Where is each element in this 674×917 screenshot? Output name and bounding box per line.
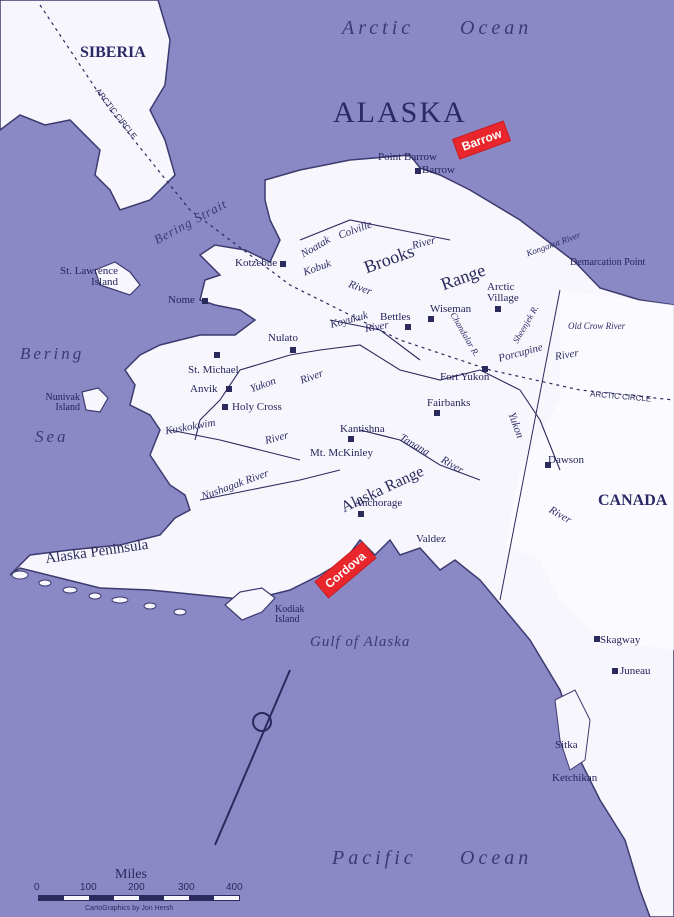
place-demarcation-point: Demarcation Point: [570, 257, 646, 268]
place-kodiak: Kodiak Island: [275, 604, 305, 625]
place-marker: [434, 410, 440, 416]
place-bettles: Bettles: [380, 311, 411, 323]
sea-label-sea: Sea: [35, 427, 69, 446]
ocean-label-arctic-1: Arctic: [342, 17, 415, 39]
scale-tick-200: 200: [128, 882, 145, 893]
ocean-label-pacific-2: Ocean: [460, 847, 533, 869]
river-lines: [169, 219, 561, 501]
place-marker: [594, 636, 600, 642]
place-st-lawrence: St. Lawrence Island: [59, 265, 118, 288]
map-title: ALASKA: [333, 96, 467, 129]
place-marker: [214, 352, 220, 358]
scale-title: Miles: [115, 867, 147, 882]
place-skagway: Skagway: [600, 634, 641, 646]
place-st-michael: St. Michael: [188, 364, 239, 376]
scale-tick-100: 100: [80, 882, 97, 893]
canada-border-line: [499, 289, 561, 601]
place-marker: [222, 404, 228, 410]
aleutian-islands: [11, 570, 187, 616]
place-kotzebue: Kotzebue: [235, 257, 278, 269]
place-mt-mckinley: Mt. McKinley: [310, 447, 373, 459]
region-label-canada: CANADA: [598, 492, 668, 509]
scale-tick-400: 400: [226, 882, 243, 893]
place-arctic-village: Arctic Village: [487, 281, 519, 304]
place-marker: [348, 436, 354, 442]
place-anchorage: Anchorage: [354, 497, 403, 509]
place-nome: Nome: [168, 294, 195, 306]
arctic-circle-line: [39, 4, 674, 401]
sea-label-bering: Bering: [20, 344, 85, 363]
place-marker: [495, 306, 501, 312]
place-marker: [405, 324, 411, 330]
place-nulato: Nulato: [268, 332, 298, 344]
river-label-old-crow: Old Crow River: [568, 321, 626, 331]
sea-label-gulf: Gulf of Alaska: [310, 634, 411, 650]
place-wiseman: Wiseman: [430, 303, 472, 315]
place-valdez: Valdez: [416, 533, 446, 545]
place-juneau: Juneau: [620, 665, 651, 677]
place-marker: [612, 668, 618, 674]
map-credit: CartoGraphics by Jon Hersh: [85, 905, 174, 912]
place-fort-yukon: Fort Yukon: [440, 371, 490, 383]
scale-tick-0: 0: [34, 882, 40, 893]
place-kantishna: Kantishna: [340, 423, 385, 435]
alaska-landmass: [9, 154, 674, 917]
canada-landmass: [505, 290, 674, 650]
place-marker: [415, 168, 421, 174]
ocean-label-arctic-2: Ocean: [460, 17, 533, 39]
nunivak-island-shape: [81, 387, 109, 413]
place-marker: [226, 386, 232, 392]
place-barrow: Barrow: [422, 164, 455, 176]
place-marker: [545, 462, 551, 468]
place-marker: [290, 347, 296, 353]
st-lawrence-island-shape: [94, 261, 141, 296]
place-ketchikan: Ketchikan: [552, 772, 598, 784]
place-marker: [428, 316, 434, 322]
kodiak-island-shape: [224, 587, 276, 621]
compass-rose: [214, 669, 291, 846]
place-marker: [280, 261, 286, 267]
place-anvik: Anvik: [190, 383, 218, 395]
place-marker: [482, 366, 488, 372]
place-marker: [358, 511, 364, 517]
place-marker: [202, 298, 208, 304]
place-point-barrow: Point Barrow: [378, 151, 437, 163]
siberia-landmass: [0, 0, 176, 211]
ocean-label-pacific-1: Pacific: [332, 847, 417, 869]
panhandle-islands: [554, 689, 591, 771]
place-dawson: Dawson: [548, 454, 585, 466]
place-holy-cross: Holy Cross: [232, 401, 282, 413]
place-nunivak: Nunivak Island: [45, 392, 80, 413]
scale-tick-300: 300: [178, 882, 195, 893]
region-label-siberia: SIBERIA: [80, 44, 146, 61]
place-fairbanks: Fairbanks: [427, 397, 471, 409]
scale-bar: [38, 895, 240, 901]
place-sitka: Sitka: [555, 739, 578, 751]
